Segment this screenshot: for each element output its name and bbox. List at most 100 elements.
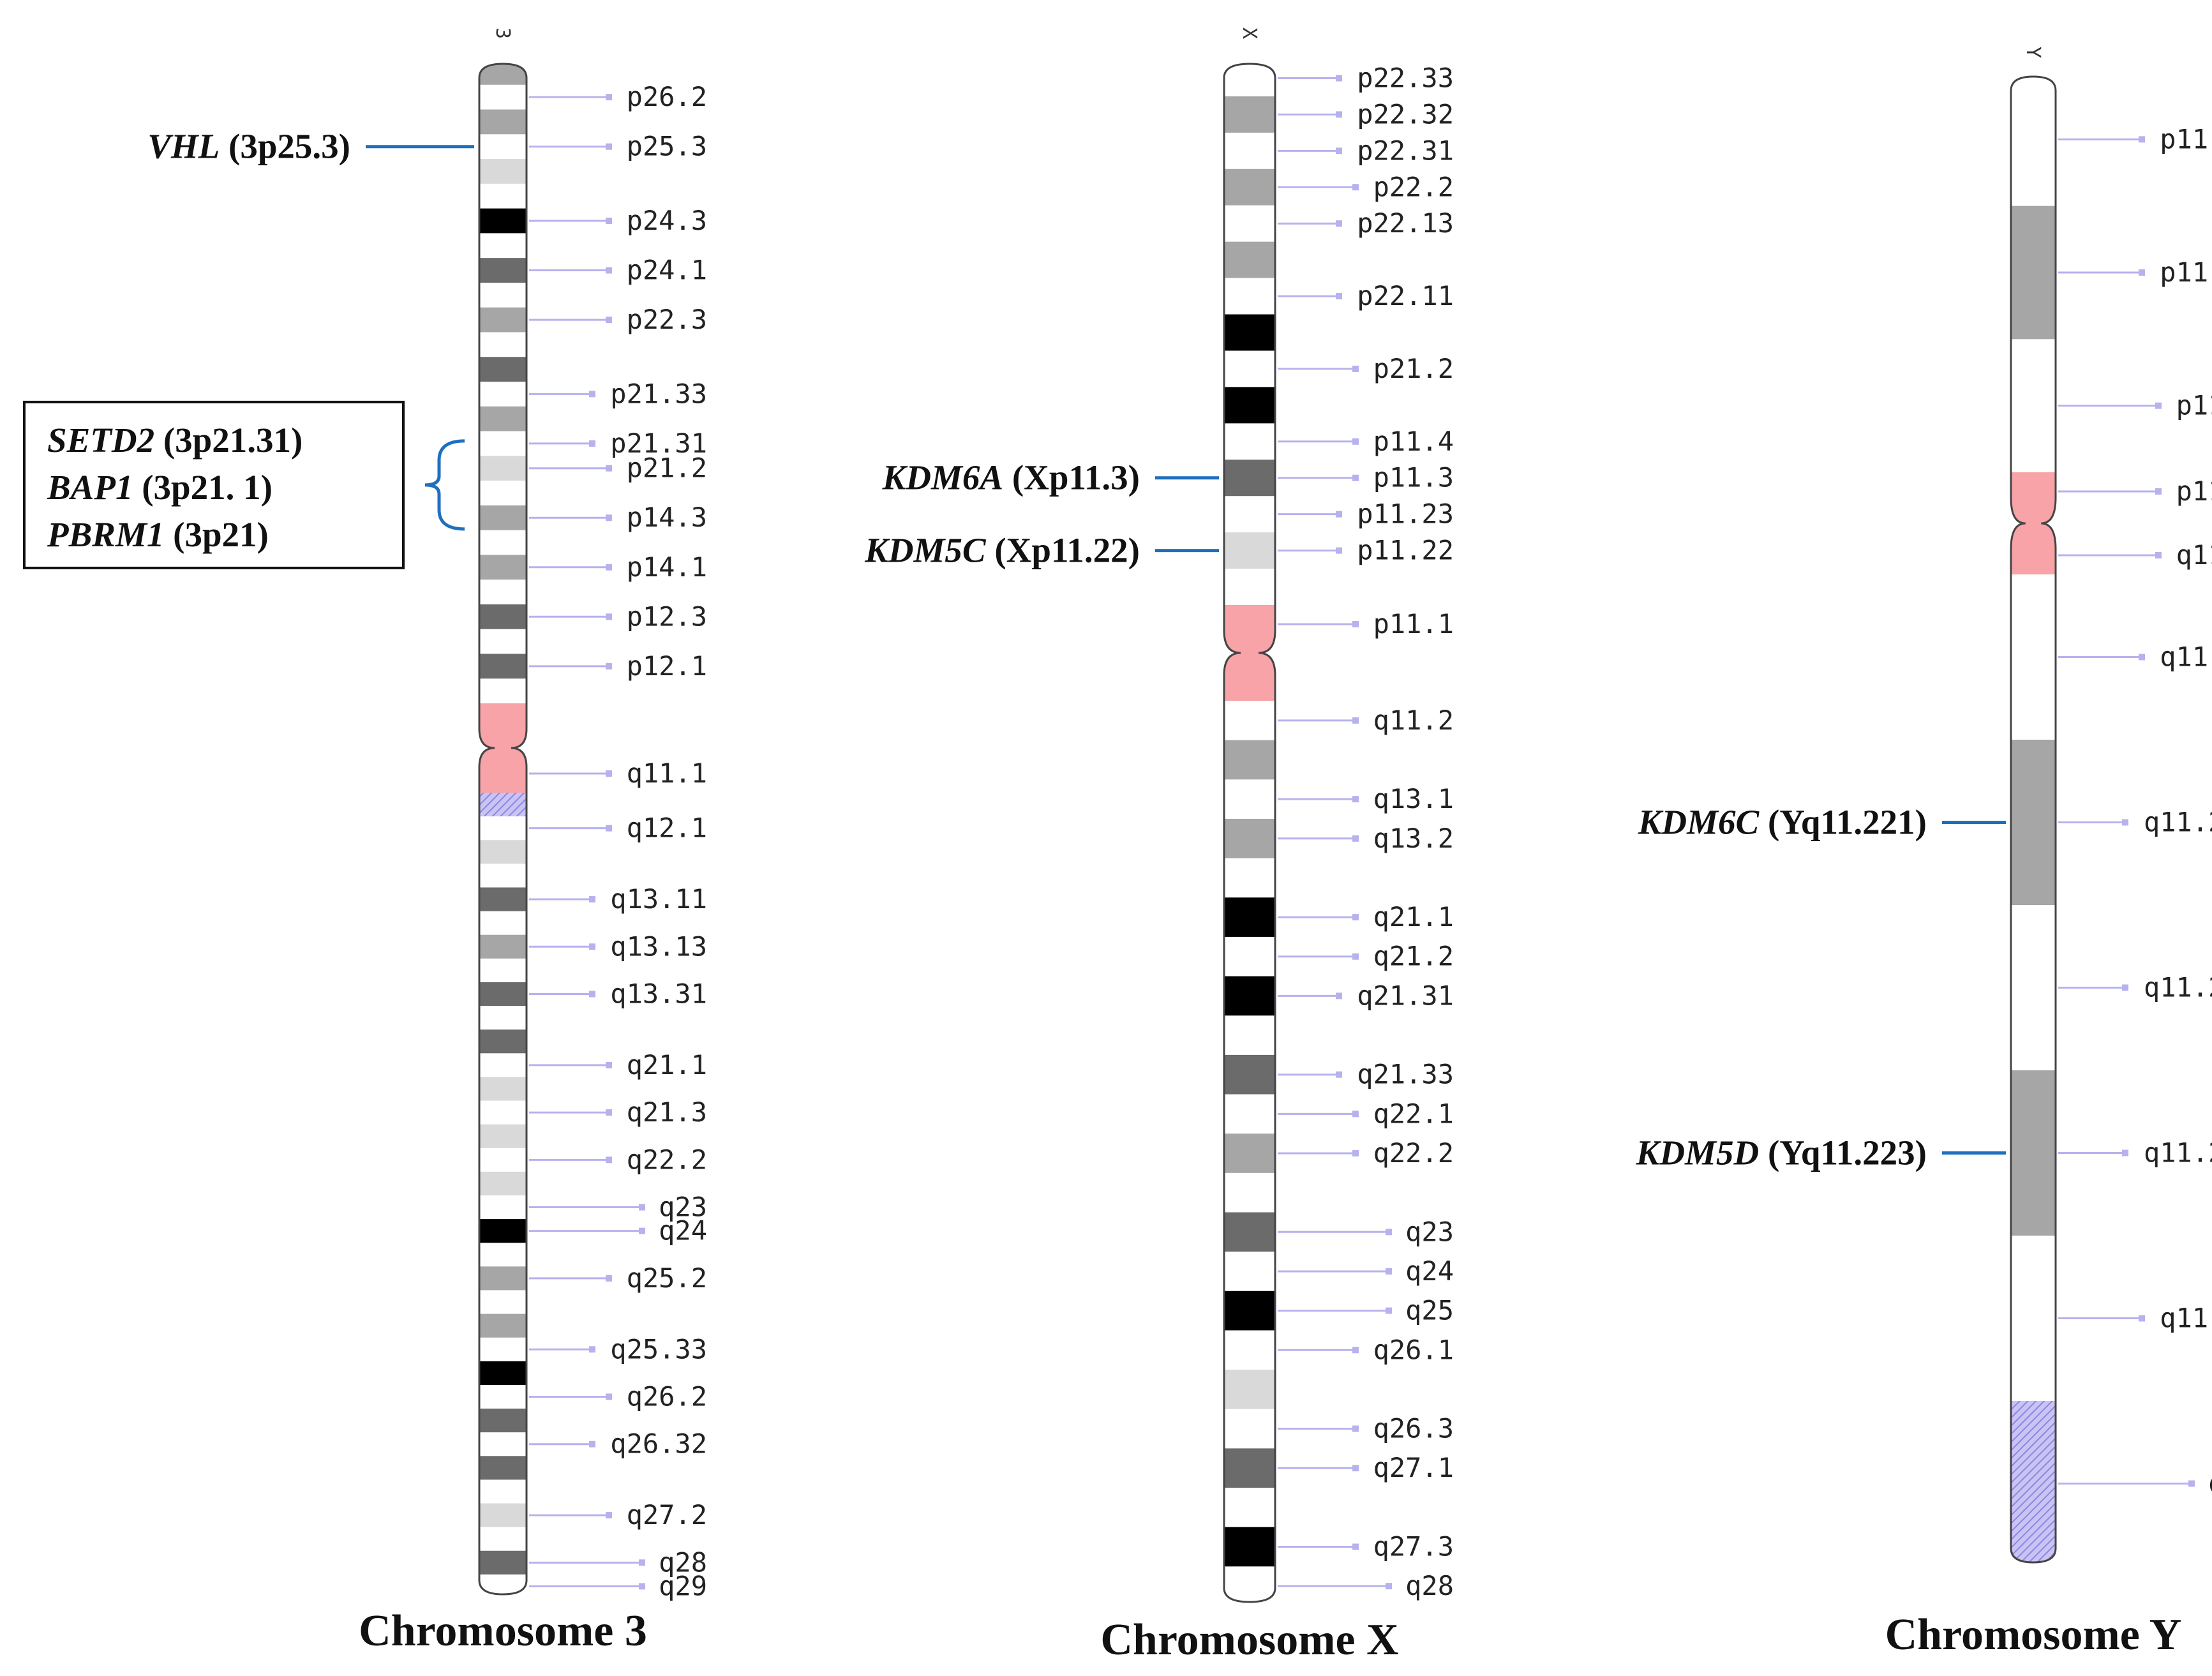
chromosome-title: Chromosome Y bbox=[1885, 1610, 2182, 1659]
band-q28 bbox=[479, 1550, 527, 1575]
band-label-q13.11: q13.11 bbox=[610, 883, 707, 915]
band-tick-end bbox=[1352, 953, 1359, 960]
band-p21.1 bbox=[479, 481, 527, 506]
chromosome-chrY: Yp11.32p11.31p11.2p11.1q11.1q11.21q11.22… bbox=[1885, 47, 2212, 1659]
band-labels: p11.32p11.31p11.2p11.1q11.1q11.21q11.221… bbox=[2058, 123, 2212, 1499]
band-label-q13.31: q13.31 bbox=[610, 978, 707, 1010]
band-p22.31 bbox=[1224, 132, 1275, 170]
chromosome-chr3: 3p26.2p25.3p24.3p24.1p22.3p21.33p21.31p2… bbox=[359, 27, 707, 1656]
band-tick-end bbox=[589, 1440, 595, 1448]
band-q28 bbox=[1224, 1566, 1275, 1602]
band-q25.32 bbox=[479, 1313, 527, 1338]
gene-annotation: KDM5D (Yq11.223) bbox=[1636, 1134, 2006, 1172]
band-label-p22.2: p22.2 bbox=[1373, 171, 1454, 202]
band-tick-end bbox=[1352, 1425, 1359, 1432]
band-p11.2 bbox=[479, 678, 527, 704]
band-p11.1 bbox=[479, 703, 527, 748]
band-tick-end bbox=[1352, 835, 1359, 842]
band-q12 bbox=[1224, 740, 1275, 780]
band-tick-end bbox=[2122, 1149, 2128, 1156]
gene-group-box bbox=[23, 400, 405, 569]
gene-annotation: KDM5C (Xp11.22) bbox=[864, 531, 1219, 570]
band-label-q22.1: q22.1 bbox=[1373, 1098, 1454, 1129]
band-label-q21.33: q21.33 bbox=[1357, 1059, 1454, 1090]
band-stack bbox=[1224, 64, 1275, 1602]
band-label-p11.3: p11.3 bbox=[1373, 462, 1454, 493]
band-q11.221 bbox=[2011, 740, 2056, 906]
band-label-q21.1: q21.1 bbox=[627, 1049, 707, 1081]
band-tick-end bbox=[2139, 654, 2145, 661]
band-q11.223 bbox=[2011, 1070, 2056, 1236]
band-labels: p26.2p25.3p24.3p24.1p22.3p21.33p21.31p21… bbox=[529, 81, 707, 1601]
gene-name: KDM6C bbox=[1638, 803, 1760, 842]
band-q13.1 bbox=[1224, 779, 1275, 819]
band-label-p25.3: p25.3 bbox=[627, 131, 707, 162]
band-p11.21 bbox=[1224, 569, 1275, 606]
band-q26.2 bbox=[1224, 1370, 1275, 1410]
gene-label: BAP1 (3p21. 1) bbox=[47, 468, 273, 507]
band-label-q28: q28 bbox=[1405, 1570, 1454, 1601]
band-q13.2 bbox=[479, 958, 527, 983]
band-tick-end bbox=[1386, 1307, 1392, 1314]
band-label-q11.1: q11.1 bbox=[2176, 539, 2212, 571]
band-p11.1 bbox=[2011, 472, 2056, 523]
band-stack bbox=[2011, 77, 2056, 1562]
band-p21.2 bbox=[479, 456, 527, 481]
band-q13.2 bbox=[1224, 818, 1275, 859]
band-label-q12: q12 bbox=[2208, 1468, 2212, 1499]
band-label-q27.1: q27.1 bbox=[1373, 1452, 1454, 1483]
band-label-p14.1: p14.1 bbox=[627, 551, 707, 583]
band-p24.1 bbox=[479, 258, 527, 283]
band-label-q11.221: q11.221 bbox=[2144, 807, 2212, 838]
band-tick-end bbox=[606, 1512, 612, 1519]
chromosome-title: Chromosome 3 bbox=[359, 1606, 647, 1656]
band-label-q23: q23 bbox=[1405, 1216, 1454, 1247]
band-q13.32 bbox=[479, 1006, 527, 1030]
chromosome-outline bbox=[2010, 75, 2057, 1564]
band-label-p12.3: p12.3 bbox=[627, 601, 707, 632]
gene-name: KDM6A bbox=[882, 458, 1004, 497]
band-q26.32 bbox=[479, 1432, 527, 1456]
band-label-p21.33: p21.33 bbox=[610, 378, 707, 409]
band-tick-end bbox=[606, 1393, 612, 1400]
band-p22.13 bbox=[1224, 205, 1275, 243]
band-label-p14.3: p14.3 bbox=[627, 502, 707, 533]
band-tick-end bbox=[606, 317, 612, 324]
gene-name: BAP1 bbox=[47, 468, 133, 507]
band-label-q27.2: q27.2 bbox=[627, 1499, 707, 1530]
gene-label: KDM6C (Yq11.221) bbox=[1638, 803, 1927, 842]
band-tick-end bbox=[589, 991, 595, 998]
band-p12.3 bbox=[479, 604, 527, 630]
band-tick-end bbox=[589, 1346, 595, 1353]
band-tick-end bbox=[1352, 1465, 1359, 1472]
band-label-q25.2: q25.2 bbox=[627, 1262, 707, 1294]
band-label-p26.2: p26.2 bbox=[627, 81, 707, 112]
band-p14.2 bbox=[479, 530, 527, 555]
band-p23 bbox=[479, 282, 527, 308]
band-label-q11.1: q11.1 bbox=[627, 758, 707, 789]
band-p11.1 bbox=[1224, 605, 1275, 653]
band-label-q11.23: q11.23 bbox=[2160, 1303, 2212, 1334]
gene-label: KDM5C (Xp11.22) bbox=[864, 531, 1140, 570]
band-tick-end bbox=[1352, 474, 1359, 481]
band-tick-end bbox=[1352, 1543, 1359, 1550]
band-tick-end bbox=[1386, 1229, 1392, 1236]
band-q13.3 bbox=[1224, 858, 1275, 898]
band-label-q12.1: q12.1 bbox=[627, 812, 707, 844]
band-tick-end bbox=[606, 1156, 612, 1163]
band-label-p11.22: p11.22 bbox=[1357, 535, 1454, 566]
band-label-q11.2: q11.2 bbox=[1373, 705, 1454, 736]
band-p11.23 bbox=[1224, 496, 1275, 533]
band-q13.11 bbox=[479, 887, 527, 912]
chromosome-outline bbox=[478, 63, 528, 1596]
chromosome-outline bbox=[1223, 63, 1276, 1603]
band-q23 bbox=[1224, 1212, 1275, 1252]
band-tick-end bbox=[1336, 293, 1342, 300]
band-label-q25: q25 bbox=[1405, 1295, 1454, 1326]
band-tick-end bbox=[1336, 511, 1342, 518]
band-q11.2 bbox=[479, 793, 527, 817]
band-p22.1 bbox=[479, 357, 527, 382]
band-label-p11.31: p11.31 bbox=[2160, 257, 2212, 288]
band-p21.2 bbox=[1224, 350, 1275, 387]
